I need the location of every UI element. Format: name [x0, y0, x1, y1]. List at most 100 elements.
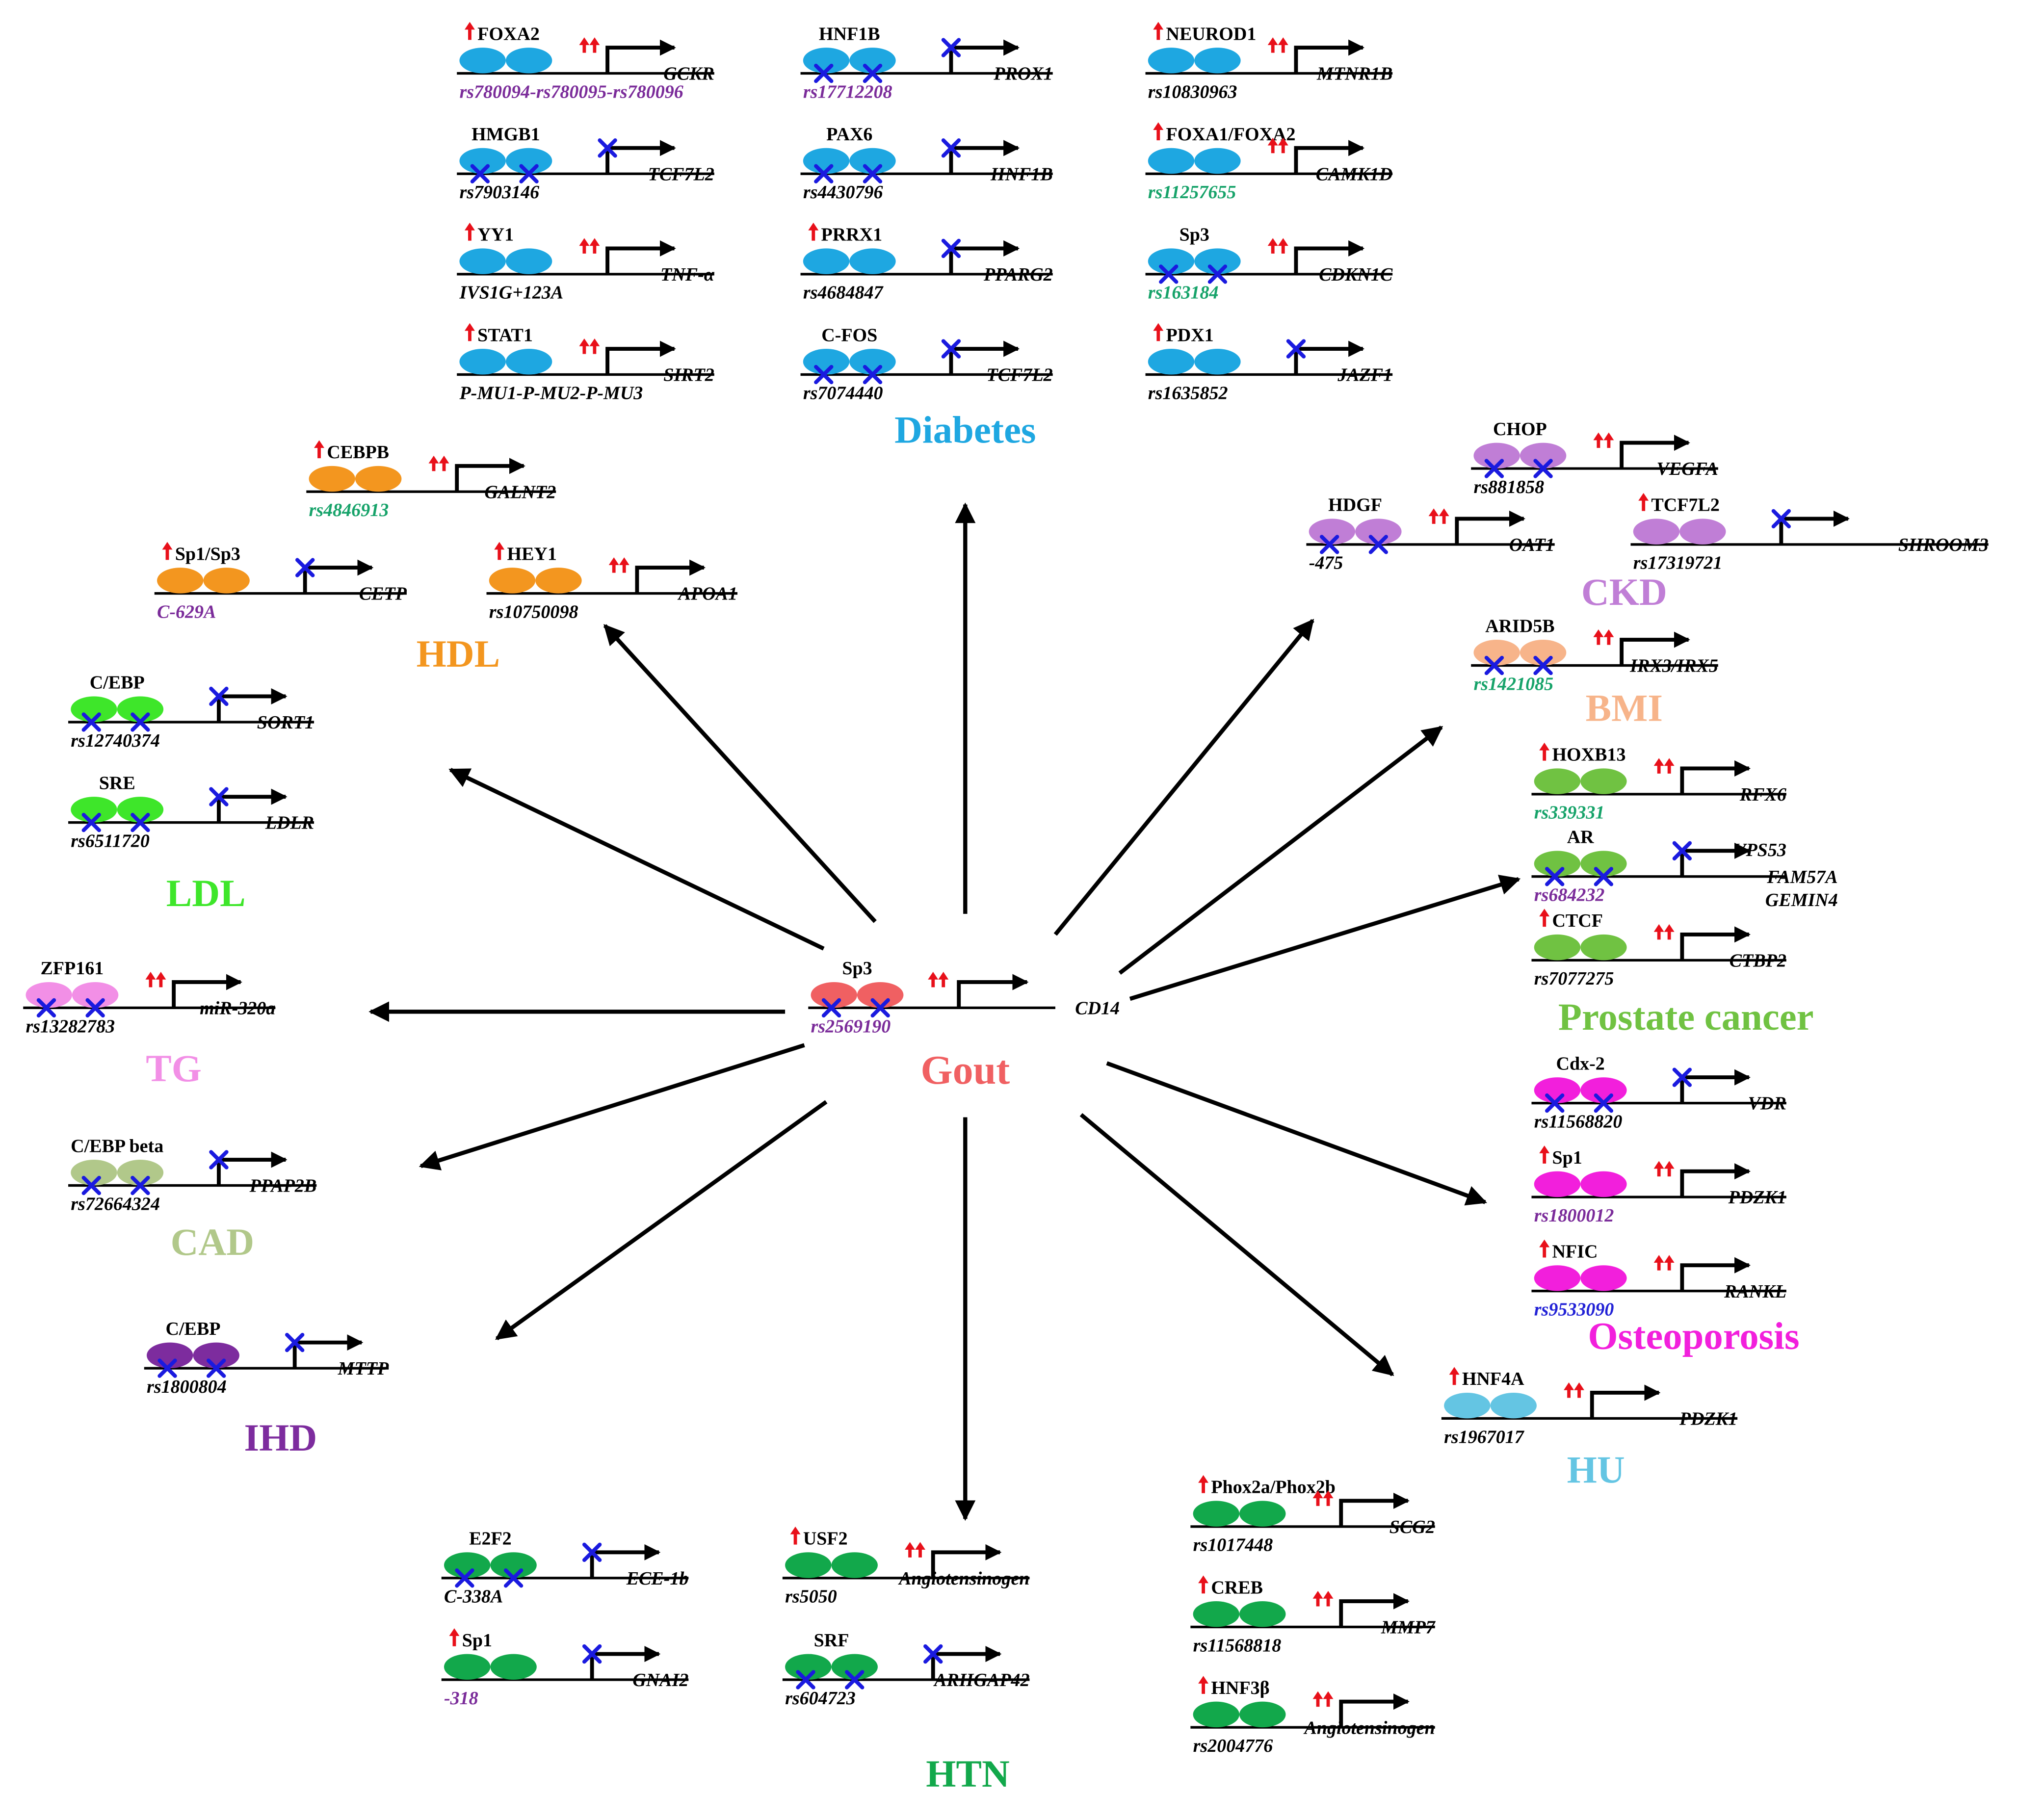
- expression-up-arrow-2: [1664, 924, 1675, 940]
- binding-blocked-cross-left: [81, 1175, 101, 1196]
- tf-binding-site-right: [1580, 851, 1627, 877]
- snp-label: rs12740374: [71, 730, 160, 751]
- expression-up-arrow-2: [589, 37, 600, 53]
- tf-binding-site-left: [459, 48, 506, 74]
- tf-label: HNF4A: [1462, 1369, 1524, 1389]
- disease-label-hu: HU: [1567, 1449, 1625, 1492]
- binding-blocked-cross-right: [863, 63, 883, 83]
- snp-label: rs1421085: [1473, 674, 1553, 694]
- transcription-blocked-cross: [1771, 509, 1791, 529]
- snp-label: rs604723: [785, 1688, 856, 1709]
- gene-label: RFX6: [1739, 784, 1787, 805]
- expression-up-arrow-1: [928, 971, 939, 988]
- tf-binding-site-left: [489, 568, 536, 594]
- tf-label: HEY1: [507, 544, 557, 564]
- expression-up-arrow-2: [1323, 1591, 1334, 1607]
- transcription-start-arrow: [1680, 1257, 1751, 1291]
- snp-label: rs5050: [785, 1586, 837, 1607]
- snp-label: P-MU1-P-MU2-P-MU3: [459, 383, 643, 403]
- center-gene-label: CD14: [1075, 998, 1120, 1019]
- tf-up-arrow: [1539, 1145, 1550, 1164]
- expression-up-arrow-2: [1664, 1255, 1675, 1271]
- disease-label-prostate: Prostate cancer: [1558, 996, 1814, 1039]
- snp-label: rs163184: [1148, 283, 1219, 303]
- disease-label-ckd: CKD: [1581, 571, 1667, 614]
- expression-up-arrow-2: [1278, 137, 1288, 154]
- regulatory-units: FOXA2rs780094-rs780095-rs780096GCKRHNF1B…: [23, 22, 1989, 1756]
- tf-label: PRRX1: [821, 225, 883, 245]
- expression-up-arrow-1: [579, 238, 590, 254]
- binding-blocked-cross-right: [870, 998, 890, 1018]
- tf-binding-site-right: [355, 466, 402, 492]
- hub-arrow-hdl: [603, 624, 877, 923]
- expression-up-arrow-2: [938, 971, 949, 988]
- snp-label: rs4684847: [803, 283, 884, 303]
- binding-blocked-cross-right: [1207, 264, 1228, 284]
- tf-binding-site-left: [1534, 768, 1581, 794]
- tf-binding-site-left: [1633, 519, 1680, 545]
- hub-arrows: [368, 502, 1521, 1521]
- binding-blocked-cross-left: [81, 712, 101, 732]
- disease-label-htn: HTN: [926, 1753, 1009, 1795]
- transcription-start-arrow: [931, 1544, 1002, 1578]
- tf-label: HDGF: [1328, 495, 1382, 516]
- transcription-start-arrow: [1294, 140, 1365, 174]
- gene-label: ARHGAP42: [933, 1670, 1029, 1690]
- gene-label: PPARG2: [983, 264, 1053, 285]
- disease-label-diabetes: Diabetes: [894, 409, 1036, 452]
- expression-up-arrow-1: [1653, 758, 1664, 774]
- snp-label: rs881858: [1473, 477, 1544, 497]
- tf-label: USF2: [803, 1529, 848, 1549]
- tf-up-arrow: [1449, 1367, 1460, 1385]
- tf-binding-site-left: [803, 248, 850, 274]
- tf-up-arrow: [449, 1628, 460, 1646]
- tf-binding-site-left: [1534, 1171, 1581, 1197]
- transcription-blocked-cross: [1672, 1067, 1692, 1087]
- snp-label: IVS1G+123A: [459, 283, 563, 303]
- transcription-start-arrow: [1294, 39, 1365, 74]
- snp-label: rs1967017: [1444, 1427, 1525, 1447]
- transcription-blocked-cross: [598, 138, 617, 158]
- snp-label: rs2004776: [1193, 1736, 1274, 1756]
- expression-up-arrow-2: [1323, 1691, 1334, 1707]
- binding-blocked-cross-left: [814, 63, 834, 83]
- gene-label: SHROOM3: [1898, 535, 1989, 555]
- tf-binding-site-right: [505, 248, 552, 274]
- transcription-blocked-cross: [941, 339, 961, 359]
- tf-label: CEBPB: [327, 442, 389, 463]
- expression-up-arrow-1: [1564, 1382, 1574, 1398]
- center-tf-label: Sp3: [842, 958, 872, 979]
- gene-label: OAT1: [1509, 535, 1555, 555]
- transcription-blocked-cross: [941, 138, 961, 158]
- snp-label: rs7077275: [1534, 968, 1614, 989]
- transcription-start-arrow: [1680, 760, 1751, 794]
- transcription-start-arrow: [1339, 1593, 1410, 1627]
- binding-blocked-cross-right: [131, 1175, 150, 1196]
- disease-label-osteoporosis: Osteoporosis: [1588, 1315, 1799, 1358]
- transcription-blocked-cross: [941, 238, 961, 259]
- gene-label: APOA1: [678, 584, 737, 604]
- hub-arrow-prostate: [1129, 875, 1521, 1001]
- transcription-start-arrow: [1680, 1163, 1751, 1197]
- expression-up-arrow-2: [1603, 432, 1614, 448]
- binding-blocked-cross-right: [503, 1568, 524, 1588]
- binding-blocked-cross-left: [1545, 867, 1565, 886]
- gene-label: miR-320a: [200, 998, 275, 1019]
- expression-up-arrow-1: [1312, 1591, 1323, 1607]
- gene-label-2: FAM57A: [1766, 867, 1837, 887]
- expression-up-arrow-1: [1312, 1490, 1323, 1506]
- gene-label: CTBP2: [1730, 950, 1786, 971]
- tf-binding-site-right: [1194, 248, 1241, 274]
- snp-label: rs1635852: [1148, 383, 1228, 403]
- binding-blocked-cross-left: [814, 164, 834, 183]
- expression-up-arrow-1: [1593, 432, 1604, 448]
